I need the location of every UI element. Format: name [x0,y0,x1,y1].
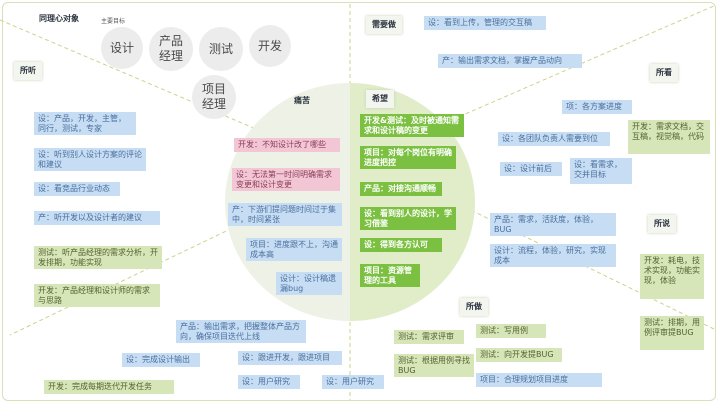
say-item: 设计：流程，体验，研究，实现成本 [490,244,616,267]
pain-item: 设计：设计稿遗漏bug [276,272,342,295]
hope-item: 开发&测试：及时被通知需求和设计稿的变更 [360,114,464,137]
role-design: 设计 [101,27,143,69]
say-item: 产品：需求，活跃度，体验，BUG [490,213,616,236]
pain-item: 项目：进度跟不上，沟通成本高 [246,238,342,261]
role-dev: 开发 [249,25,291,67]
listen-item: 测试：听产品经理的需求分析，开发排期，功能实现 [34,246,162,269]
do-left-item: 设：完成设计输出 [122,353,200,367]
say-item: 测试：排期，用例评审提BUG [640,316,704,350]
do-left-item: 设：用户研究 [322,375,384,389]
see-item: 设：各团队负责人需要到位 [498,132,610,146]
divider-sw [9,209,271,336]
role-project-manager: 项目 经理 [192,75,236,119]
see-title: 所看 [650,64,678,82]
think-item: 设：看到上传，管理的交互稿 [424,16,546,30]
listen-item: 产：听开发以及设计者的建议 [34,211,160,225]
do-item: 测试：根据用例寻找BUG [394,354,474,377]
role-test: 测试 [199,27,243,71]
think-item: 产：输出需求文档，掌握产品动向 [438,54,582,68]
pain-item: 开发：不知设计改了哪些 [234,138,340,152]
pain-title: 痛苦 [294,96,310,105]
see-item: 设：设计前后 [500,162,562,176]
listen-title: 所听 [14,62,42,80]
listen-item: 设：看竞品行业动态 [34,182,120,196]
say-title: 所说 [648,215,676,233]
do-left-item: 设：跟进开发，跟进项目 [238,351,342,365]
see-item: 设：看需求，交并目标 [570,158,632,184]
hope-title: 希望 [366,90,394,108]
say-item: 开发：耗电，技术实现，功能实现，体验 [640,254,704,299]
do-title: 所做 [460,298,488,316]
outer-frame [2,2,716,401]
do-item: 测试：需求评审 [394,330,464,344]
see-item: 开发：需求文档，交互稿，视觉稿，代码 [628,120,710,154]
listen-item: 设：听到别人设计方案的评论和建议 [34,148,146,171]
do-left-item: 产品：输出需求，把握整体产品方向，确保项目迭代上线 [176,320,306,343]
think-title: 需要做 [366,16,402,34]
do-item: 测试：写用例 [476,324,546,338]
do-item: 测试：向开发提BUG [476,348,562,362]
hope-item: 项目：对每个岗位有明确进度把控 [360,146,456,169]
hope-item: 项目：资源管理的工具 [360,264,420,287]
persona-subtitle: 主要目标 [101,18,126,25]
persona-title: 同理心对象 [39,14,79,23]
hope-item: 设：得到各方认可 [360,238,442,252]
hope-item: 设：看到别人的设计，学习借鉴 [360,207,456,230]
pain-item: 设：无法第一时间明确需求变更和设计变更 [232,168,340,191]
divider-se [439,194,717,331]
listen-item: 设：产品，开发，主管，同行，测试，专家 [34,112,136,135]
do-item: 项目：合理规划项目进度 [476,373,602,387]
hope-item: 产品：对接沟通顺畅 [360,182,442,196]
listen-item: 开发：产品经理和设计师的需求与思路 [34,284,160,307]
see-item: 项：各方案进度 [562,100,632,114]
role-pm: 产品 经理 [149,27,193,71]
pain-item: 产：下游们提问题时间过于集中，时间紧张 [228,203,342,226]
do-left-item: 设：用户研究 [238,375,300,389]
hope-half [350,83,475,321]
do-left-item: 开发：完成每期迭代开发任务 [44,380,174,394]
